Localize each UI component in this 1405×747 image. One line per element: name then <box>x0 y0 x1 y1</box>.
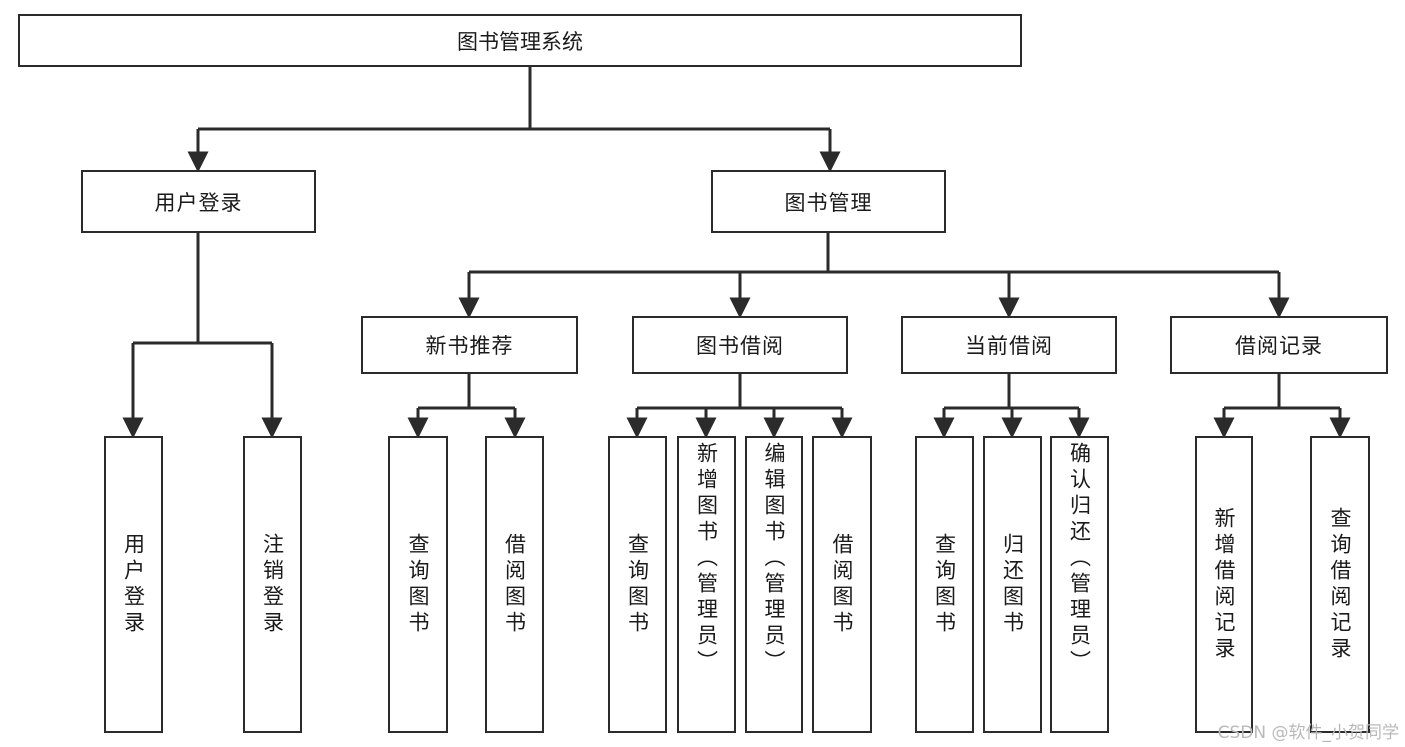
node-book-borrow[interactable]: 图书借阅 <box>632 316 848 374</box>
node-label: 借阅图书 <box>502 532 527 637</box>
node-user-login[interactable]: 用户登录 <box>81 170 316 233</box>
node-book-manage[interactable]: 图书管理 <box>711 170 946 233</box>
node-label: 图书管理系统 <box>457 29 583 54</box>
node-label: 查询借阅记录 <box>1328 506 1353 663</box>
node-label: 用户登录 <box>154 190 243 215</box>
node-leaf-borrow-book-rec[interactable]: 借阅图书 <box>485 436 544 733</box>
node-leaf-confirm-return[interactable]: 确认归还（管理员） <box>1050 436 1109 733</box>
node-label: 归还图书 <box>1000 532 1025 637</box>
node-label: 查询图书 <box>932 532 957 637</box>
node-leaf-query-book[interactable]: 查询图书 <box>608 436 667 733</box>
node-leaf-add-book[interactable]: 新增图书（管理员） <box>677 436 736 733</box>
node-leaf-edit-book[interactable]: 编辑图书（管理员） <box>745 436 803 733</box>
node-leaf-borrow-book[interactable]: 借阅图书 <box>812 436 872 733</box>
node-leaf-query-record[interactable]: 查询借阅记录 <box>1310 436 1370 733</box>
node-label: 编辑图书（管理员） <box>762 442 787 676</box>
node-label: 确认归还（管理员） <box>1067 442 1092 676</box>
node-leaf-return-book[interactable]: 归还图书 <box>983 436 1042 733</box>
node-leaf-user-login[interactable]: 用户登录 <box>104 436 163 733</box>
node-label: 图书管理 <box>784 190 873 215</box>
node-label: 当前借阅 <box>965 334 1053 358</box>
node-label: 图书借阅 <box>696 334 784 358</box>
node-label: 借阅记录 <box>1235 334 1323 358</box>
node-current-borrow[interactable]: 当前借阅 <box>901 316 1117 374</box>
node-leaf-query-book-cur[interactable]: 查询图书 <box>915 436 974 733</box>
node-label: 注销登录 <box>260 532 285 637</box>
node-leaf-add-record[interactable]: 新增借阅记录 <box>1195 436 1253 733</box>
node-label: 查询图书 <box>406 532 431 637</box>
node-label: 查询图书 <box>625 532 650 637</box>
node-borrow-record[interactable]: 借阅记录 <box>1170 316 1388 374</box>
node-root[interactable]: 图书管理系统 <box>18 14 1022 67</box>
node-label: 新增图书（管理员） <box>694 442 719 676</box>
node-new-book-rec[interactable]: 新书推荐 <box>361 316 578 374</box>
node-label: 新书推荐 <box>425 334 514 358</box>
node-leaf-query-book-rec[interactable]: 查询图书 <box>388 436 448 733</box>
node-label: 新增借阅记录 <box>1212 506 1237 663</box>
node-label: 借阅图书 <box>830 532 855 637</box>
node-leaf-logout[interactable]: 注销登录 <box>243 436 302 733</box>
node-label: 用户登录 <box>121 532 146 637</box>
